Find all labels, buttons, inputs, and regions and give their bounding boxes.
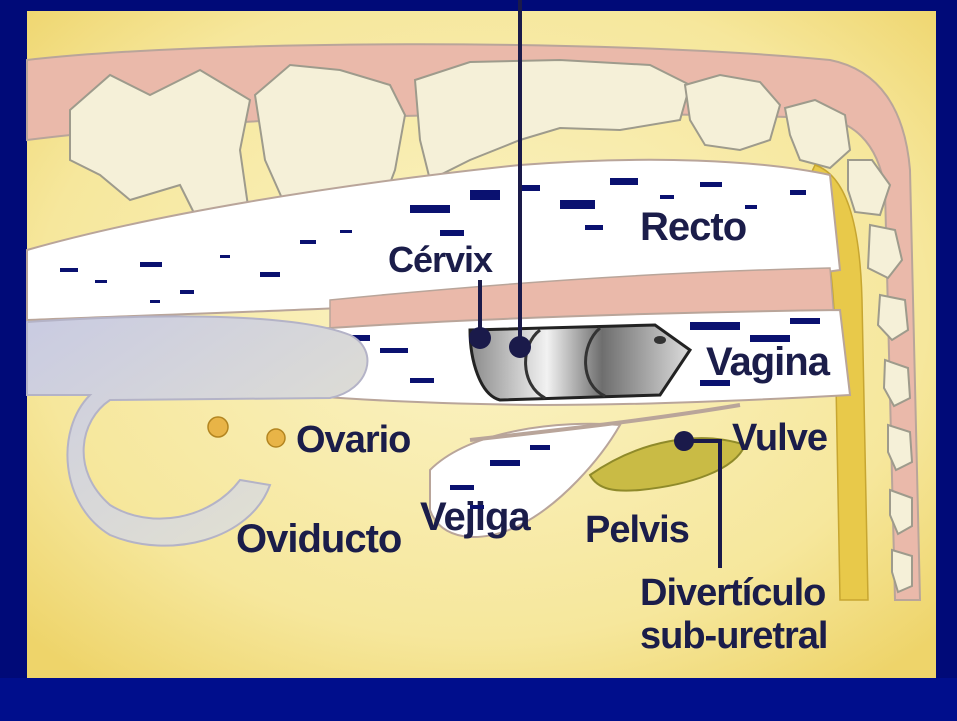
label-recto: Recto xyxy=(640,205,746,249)
instrument-pointer-dot xyxy=(509,336,531,358)
label-diverticulo-line1: Divertículo xyxy=(640,572,825,614)
label-diverticulo-line2: sub-uretral xyxy=(640,615,827,657)
label-vagina: Vagina xyxy=(706,340,831,384)
cervix-pointer-dot xyxy=(469,327,491,349)
speculum-instrument xyxy=(470,325,690,400)
frame-bottom-band xyxy=(0,678,957,721)
label-pelvis: Pelvis xyxy=(585,509,689,551)
label-cervix: Cérvix xyxy=(388,239,493,280)
label-oviducto: Oviducto xyxy=(236,517,401,561)
label-vulve: Vulve xyxy=(732,417,827,459)
label-ovario: Ovario xyxy=(296,419,410,461)
label-vejiga: Vejiga xyxy=(420,495,531,539)
